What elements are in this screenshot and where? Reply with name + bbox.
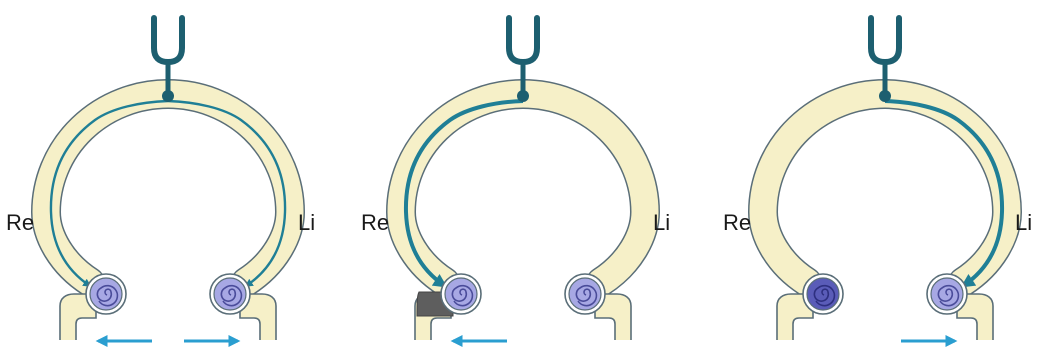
left-cochlea [210,274,250,314]
panel-conductive-loss-right: Re Li [361,18,670,341]
right-cochlea [441,274,481,314]
skull-band [46,94,290,282]
right-ear-label: Re [361,210,389,235]
skull-band [763,94,1007,282]
skull-band [401,94,645,282]
left-ear-label: Li [1015,210,1032,235]
panel-sensorineural-loss-right: Re Li [723,18,1032,341]
right-ear-label: Re [6,210,34,235]
panel-normal: Re Li [6,18,315,341]
left-cochlea [927,274,967,314]
right-cochlea [803,274,843,314]
left-ear-label: Li [653,210,670,235]
right-ear-label: Re [723,210,751,235]
left-cochlea [565,274,605,314]
right-cochlea [86,274,126,314]
left-ear-label: Li [298,210,315,235]
